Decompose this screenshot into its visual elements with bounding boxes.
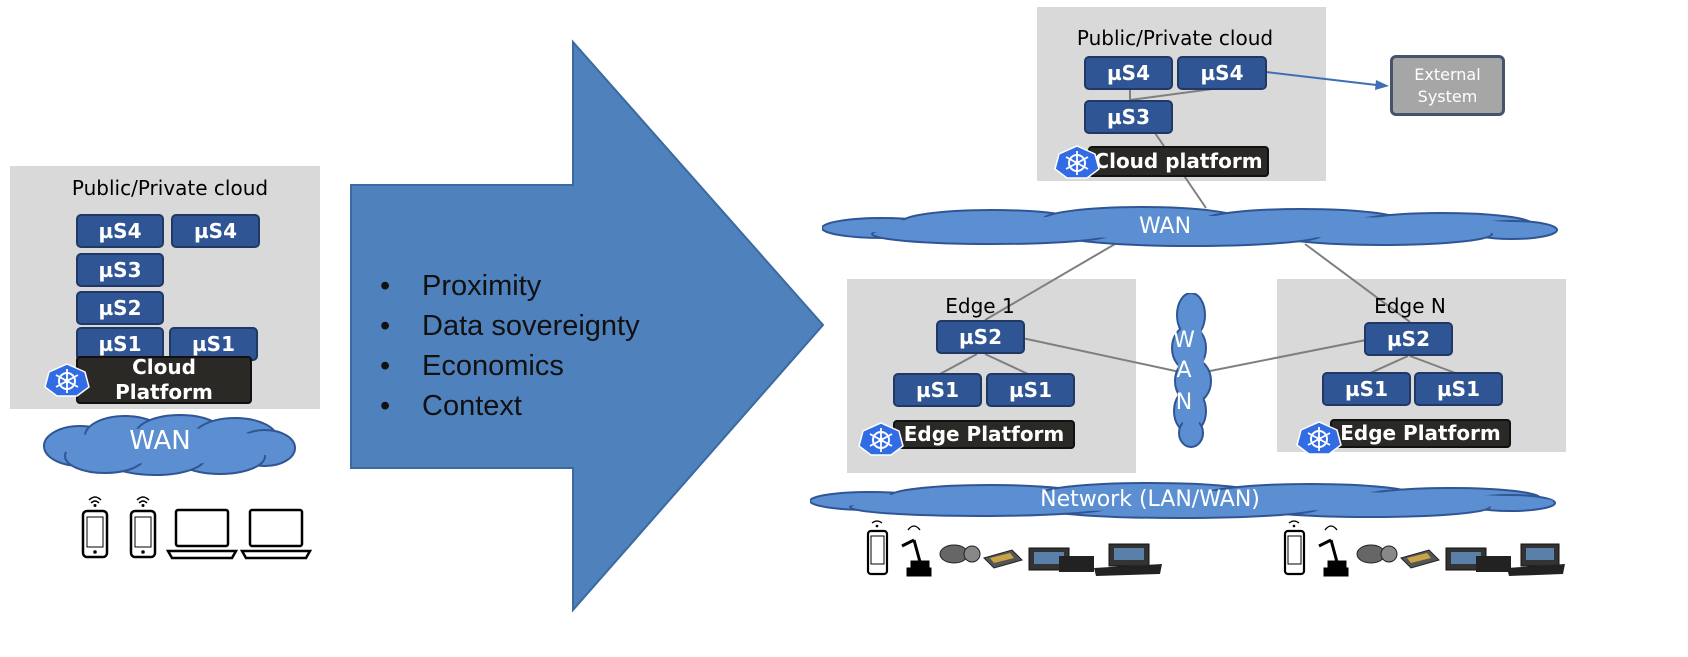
sensor-icon <box>1356 544 1398 564</box>
left-wan-label: WAN <box>129 426 191 456</box>
wan-top-label: WAN <box>1138 214 1192 239</box>
edgeN-ms1-a: µS1 <box>1322 372 1411 406</box>
card-reader-icon <box>1400 549 1440 569</box>
bullet-context: Context <box>380 386 640 426</box>
edgeN-title: Edge N <box>1374 294 1446 318</box>
kubernetes-icon <box>1054 145 1100 179</box>
wan-vertical-w: W <box>1173 328 1195 353</box>
cloud-platform: Cloud platform <box>1088 146 1269 177</box>
phone-icon <box>1283 520 1306 576</box>
left-ms4-b: µS4 <box>171 214 260 248</box>
phone-icon <box>129 496 157 559</box>
left-ms3: µS3 <box>76 253 164 287</box>
edge1-title: Edge 1 <box>945 294 1015 318</box>
phone-icon <box>866 520 889 576</box>
left-ms2: µS2 <box>76 291 164 325</box>
benefits-list: Proximity Data sovereignty Economics Con… <box>380 266 640 426</box>
bullet-data-sovereignty: Data sovereignty <box>380 306 640 346</box>
left-cloud-title: Public/Private cloud <box>71 176 269 200</box>
pos-terminal-icon <box>1445 547 1511 572</box>
kubernetes-icon <box>858 422 904 456</box>
bullet-economics: Economics <box>380 346 640 386</box>
edgeN-ms2: µS2 <box>1364 322 1453 356</box>
laptop-icon <box>166 508 238 560</box>
left-ms1-b: µS1 <box>169 327 258 361</box>
kubernetes-icon <box>1296 421 1342 455</box>
wan-cloud-top <box>822 206 1558 247</box>
robot-arm-icon <box>1318 525 1349 577</box>
cloud-ms4-a: µS4 <box>1084 56 1173 90</box>
wan-cloud-vertical <box>1171 293 1212 448</box>
right-cloud-title: Public/Private cloud <box>1076 26 1274 50</box>
external-system: External System <box>1390 55 1505 116</box>
edgeN-platform: Edge Platform <box>1330 419 1511 448</box>
cloud-ms4-b: µS4 <box>1177 56 1267 90</box>
edgeN-devices <box>1283 520 1565 577</box>
edge1-ms1-b: µS1 <box>986 373 1075 407</box>
phone-icon <box>81 496 109 559</box>
network-label: Network (LAN/WAN) <box>1040 487 1260 512</box>
sensor-icon <box>939 544 981 564</box>
kubernetes-icon <box>44 363 90 397</box>
robot-arm-icon <box>901 525 932 577</box>
card-reader-icon <box>983 549 1023 569</box>
wan-vertical-n: N <box>1175 390 1193 415</box>
left-ms4-a: µS4 <box>76 214 164 248</box>
network-cloud <box>810 482 1556 519</box>
cloud-ms3: µS3 <box>1084 100 1173 134</box>
edge1-ms1-a: µS1 <box>893 373 982 407</box>
laptop-icon <box>240 508 312 560</box>
bullet-proximity: Proximity <box>380 266 640 306</box>
edge1-ms2: µS2 <box>936 320 1025 354</box>
pos-terminal-icon <box>1028 547 1094 572</box>
edgeN-ms1-b: µS1 <box>1414 372 1503 406</box>
wan-vertical-a: A <box>1176 358 1192 383</box>
left-wan-cloud <box>43 414 296 476</box>
edge1-devices <box>866 520 1162 577</box>
left-cloud-platform: Cloud Platform <box>76 355 252 404</box>
edge1-platform: Edge Platform <box>893 420 1075 449</box>
pos-terminal-icon <box>1507 543 1565 576</box>
pos-terminal-icon <box>1094 543 1162 576</box>
